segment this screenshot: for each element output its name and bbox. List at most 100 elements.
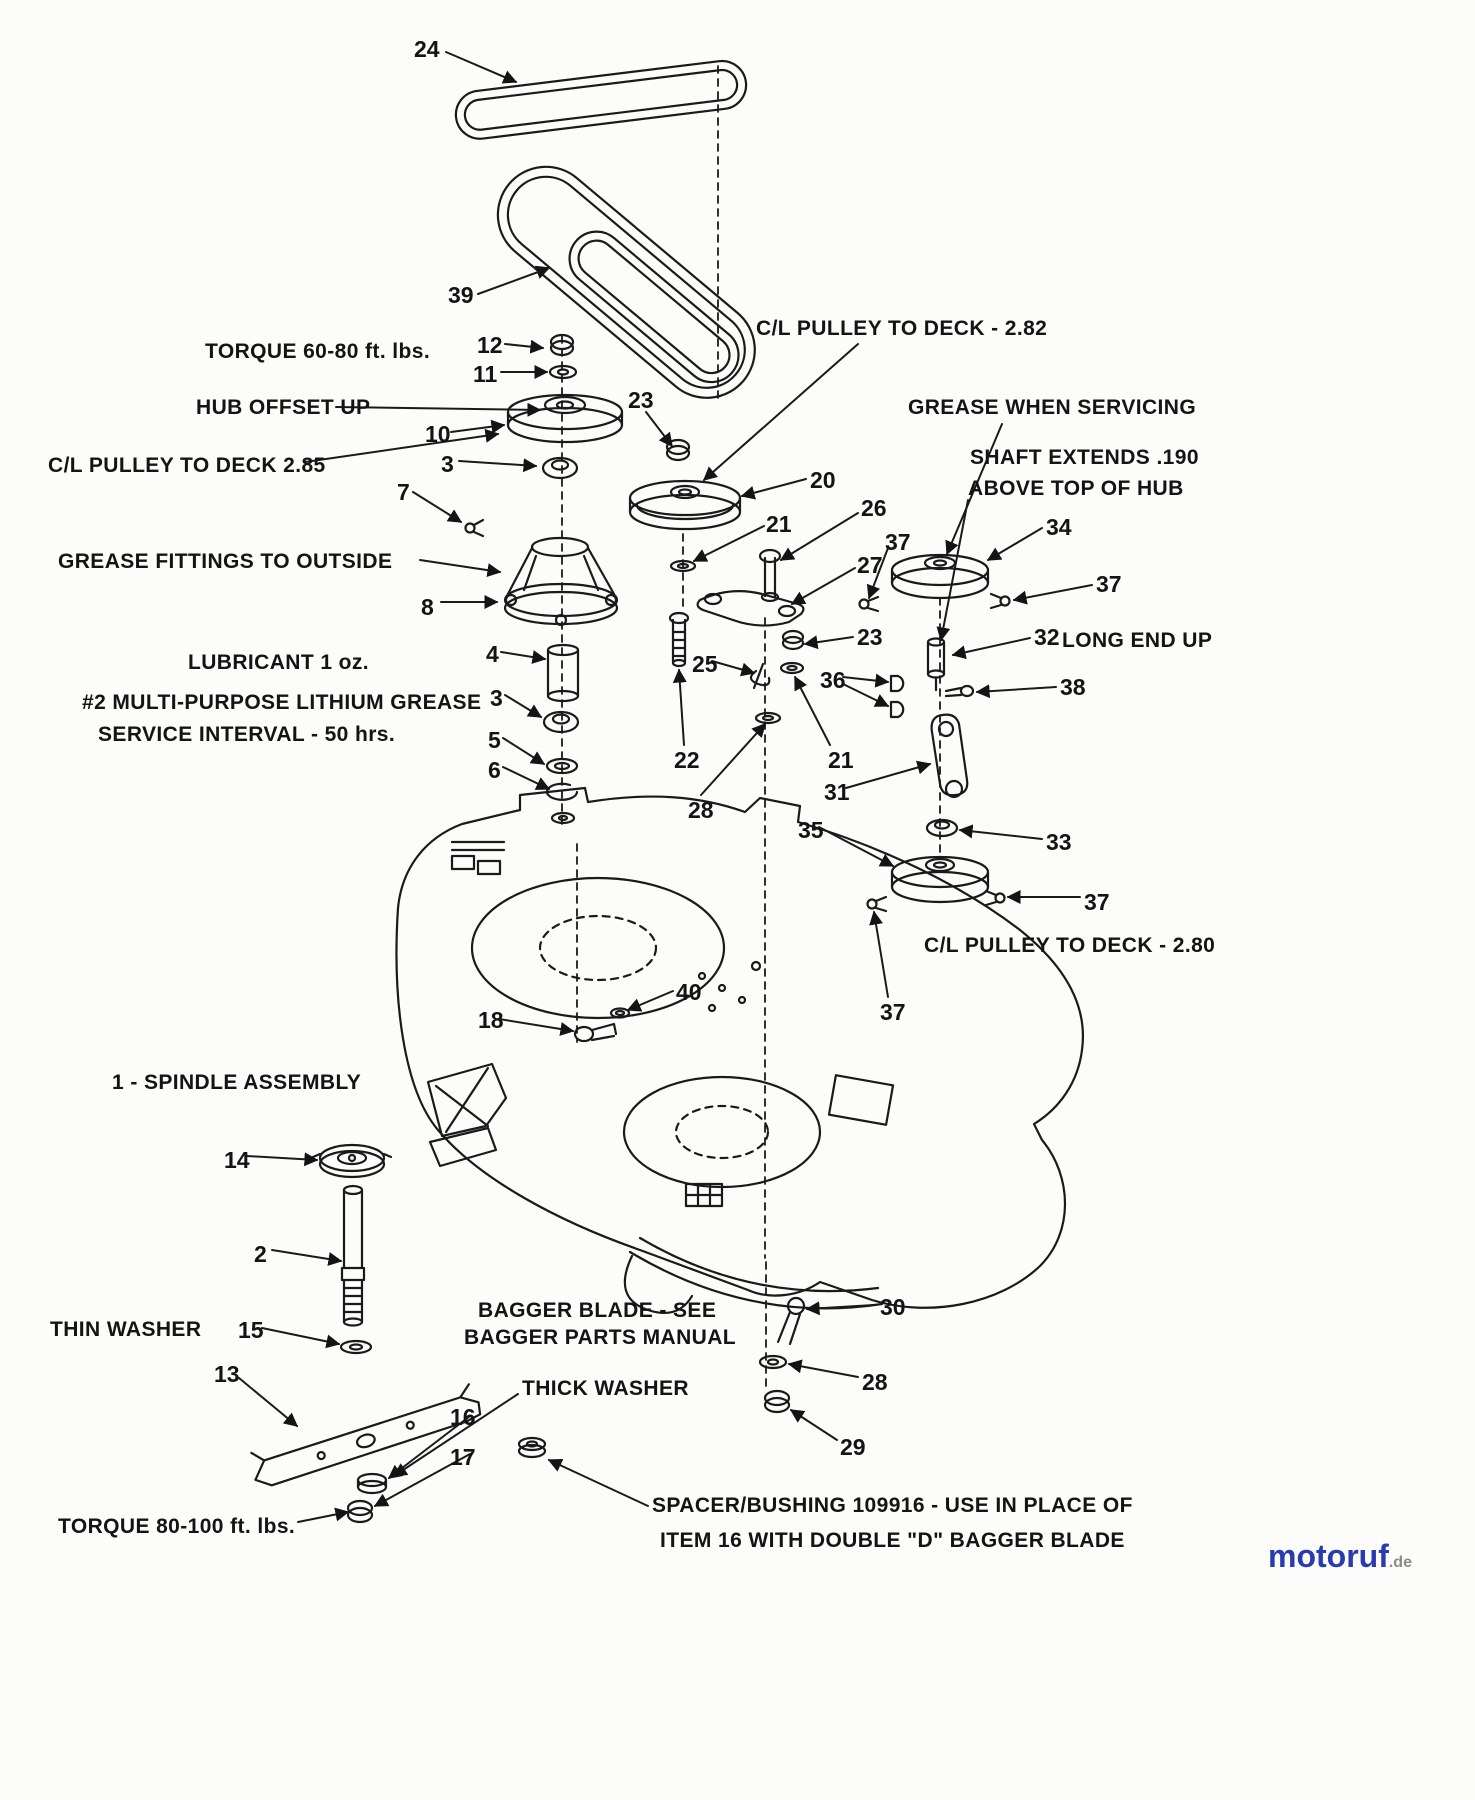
callout-22: 22 [674, 747, 700, 773]
callout-28b: 28 [862, 1369, 888, 1395]
washer-15 [339, 1339, 373, 1355]
spring-clip-25 [749, 662, 771, 690]
cap-14 [311, 1143, 393, 1179]
callout-3b: 3 [490, 685, 503, 711]
callout-33: 33 [1046, 829, 1072, 855]
spindle-housing-8 [503, 536, 619, 627]
callout-35: 35 [798, 817, 824, 843]
callout-7: 7 [397, 479, 410, 505]
callout-25: 25 [692, 651, 718, 677]
callout-8: 8 [421, 594, 434, 620]
callout-2: 2 [254, 1241, 267, 1267]
washer-5 [545, 757, 579, 775]
callout-38: 38 [1060, 674, 1086, 700]
nut-17 [346, 1499, 374, 1524]
label-cl-pulley-280: C/L PULLEY TO DECK - 2.80 [924, 934, 1216, 957]
washer-11 [548, 364, 578, 380]
callout-26: 26 [861, 495, 887, 521]
spacer-4 [546, 643, 580, 703]
nut-23-lower [781, 629, 805, 651]
label-spacer-bushing-2: ITEM 16 WITH DOUBLE "D" BAGGER BLADE [660, 1529, 1125, 1552]
callout-34: 34 [1046, 514, 1072, 540]
pulley-10 [506, 393, 624, 444]
callout-37c: 37 [1084, 889, 1110, 915]
callout-30: 30 [880, 1294, 906, 1320]
washer-28-upper [754, 711, 782, 725]
washer-21-left [669, 559, 697, 573]
callout-18: 18 [478, 1007, 504, 1033]
callout-10: 10 [425, 421, 451, 447]
leader-lines [238, 51, 1093, 1523]
label-bagger-blade-2: BAGGER PARTS MANUAL [464, 1326, 737, 1349]
grease-bolt-37-c [866, 895, 888, 913]
callout-20: 20 [810, 467, 836, 493]
callout-36: 36 [820, 667, 846, 693]
label-lithium-grease: #2 MULTI-PURPOSE LITHIUM GREASE [82, 691, 482, 714]
belt-24 [454, 59, 748, 140]
callout-37a: 37 [885, 529, 911, 555]
bearing-33 [925, 818, 959, 838]
shaft-32 [926, 637, 946, 692]
pulley-34 [890, 553, 990, 600]
blade-13 [250, 1383, 482, 1487]
grease-fitting-7 [464, 518, 485, 538]
label-spindle-assembly: 1 - SPINDLE ASSEMBLY [112, 1071, 362, 1094]
callout-27: 27 [857, 552, 883, 578]
idler-arm-27 [696, 590, 805, 627]
callout-23b: 23 [857, 624, 883, 650]
nut-12 [549, 333, 575, 357]
bolt-22 [668, 611, 690, 668]
washer-below-6 [550, 811, 576, 825]
mower-deck [395, 786, 1084, 1314]
label-service-interval: SERVICE INTERVAL - 50 hrs. [98, 723, 396, 746]
grease-bolt-37-b [989, 592, 1011, 610]
label-thin-washer: THIN WASHER [50, 1318, 202, 1341]
label-hub-offset-up: HUB OFFSET UP [196, 396, 371, 419]
callout-39: 39 [448, 282, 474, 308]
label-lubricant: LUBRICANT 1 oz. [188, 651, 369, 674]
watermark-tld: .de [1388, 1554, 1412, 1571]
pulley-35 [890, 855, 990, 904]
callout-21b: 21 [828, 747, 854, 773]
bearing-3-lower [542, 710, 580, 734]
nut-29 [763, 1389, 791, 1414]
callout-29: 29 [840, 1434, 866, 1460]
grease-bolt-37-d [984, 889, 1006, 907]
watermark: motoruf.de [1268, 1538, 1412, 1575]
label-shaft-extends: SHAFT EXTENDS .190 [970, 446, 1199, 469]
callout-17: 17 [450, 1444, 476, 1470]
bolt-38 [944, 684, 975, 698]
callout-40: 40 [676, 979, 702, 1005]
d-washers-36 [889, 674, 905, 719]
callout-31: 31 [824, 779, 850, 805]
label-grease-when-servicing: GREASE WHEN SERVICING [908, 396, 1197, 419]
callout-24: 24 [414, 36, 440, 62]
label-spacer-bushing-1: SPACER/BUSHING 109916 - USE IN PLACE OF [652, 1494, 1133, 1517]
callout-37d: 37 [880, 999, 906, 1025]
callout-6: 6 [488, 757, 501, 783]
callout-16: 16 [450, 1404, 476, 1430]
callout-4: 4 [486, 641, 499, 667]
shaft-2 [340, 1184, 366, 1327]
callout-3a: 3 [441, 451, 454, 477]
grease-bolt-37-a [858, 595, 880, 613]
label-torque-60-80: TORQUE 60-80 ft. lbs. [205, 340, 431, 363]
callout-5: 5 [488, 727, 501, 753]
washer-21-right [779, 661, 805, 675]
idler-link-31 [930, 713, 969, 799]
label-cl-pulley-282: C/L PULLEY TO DECK - 2.82 [756, 317, 1048, 340]
spacer-bushing [517, 1436, 547, 1459]
callout-23a: 23 [628, 387, 654, 413]
label-thick-washer: THICK WASHER [522, 1377, 689, 1400]
label-long-end-up: LONG END UP [1062, 629, 1213, 652]
callout-12: 12 [477, 332, 503, 358]
watermark-brand: motoruf [1268, 1538, 1389, 1574]
label-bagger-blade-1: BAGGER BLADE - SEE [478, 1299, 717, 1322]
callout-14: 14 [224, 1147, 250, 1173]
label-above-top-of-hub: ABOVE TOP OF HUB [968, 477, 1184, 500]
label-cl-pulley-285: C/L PULLEY TO DECK 2.85 [48, 454, 326, 477]
label-torque-80-100: TORQUE 80-100 ft. lbs. [58, 1515, 296, 1538]
bolt-18 [573, 1022, 618, 1043]
